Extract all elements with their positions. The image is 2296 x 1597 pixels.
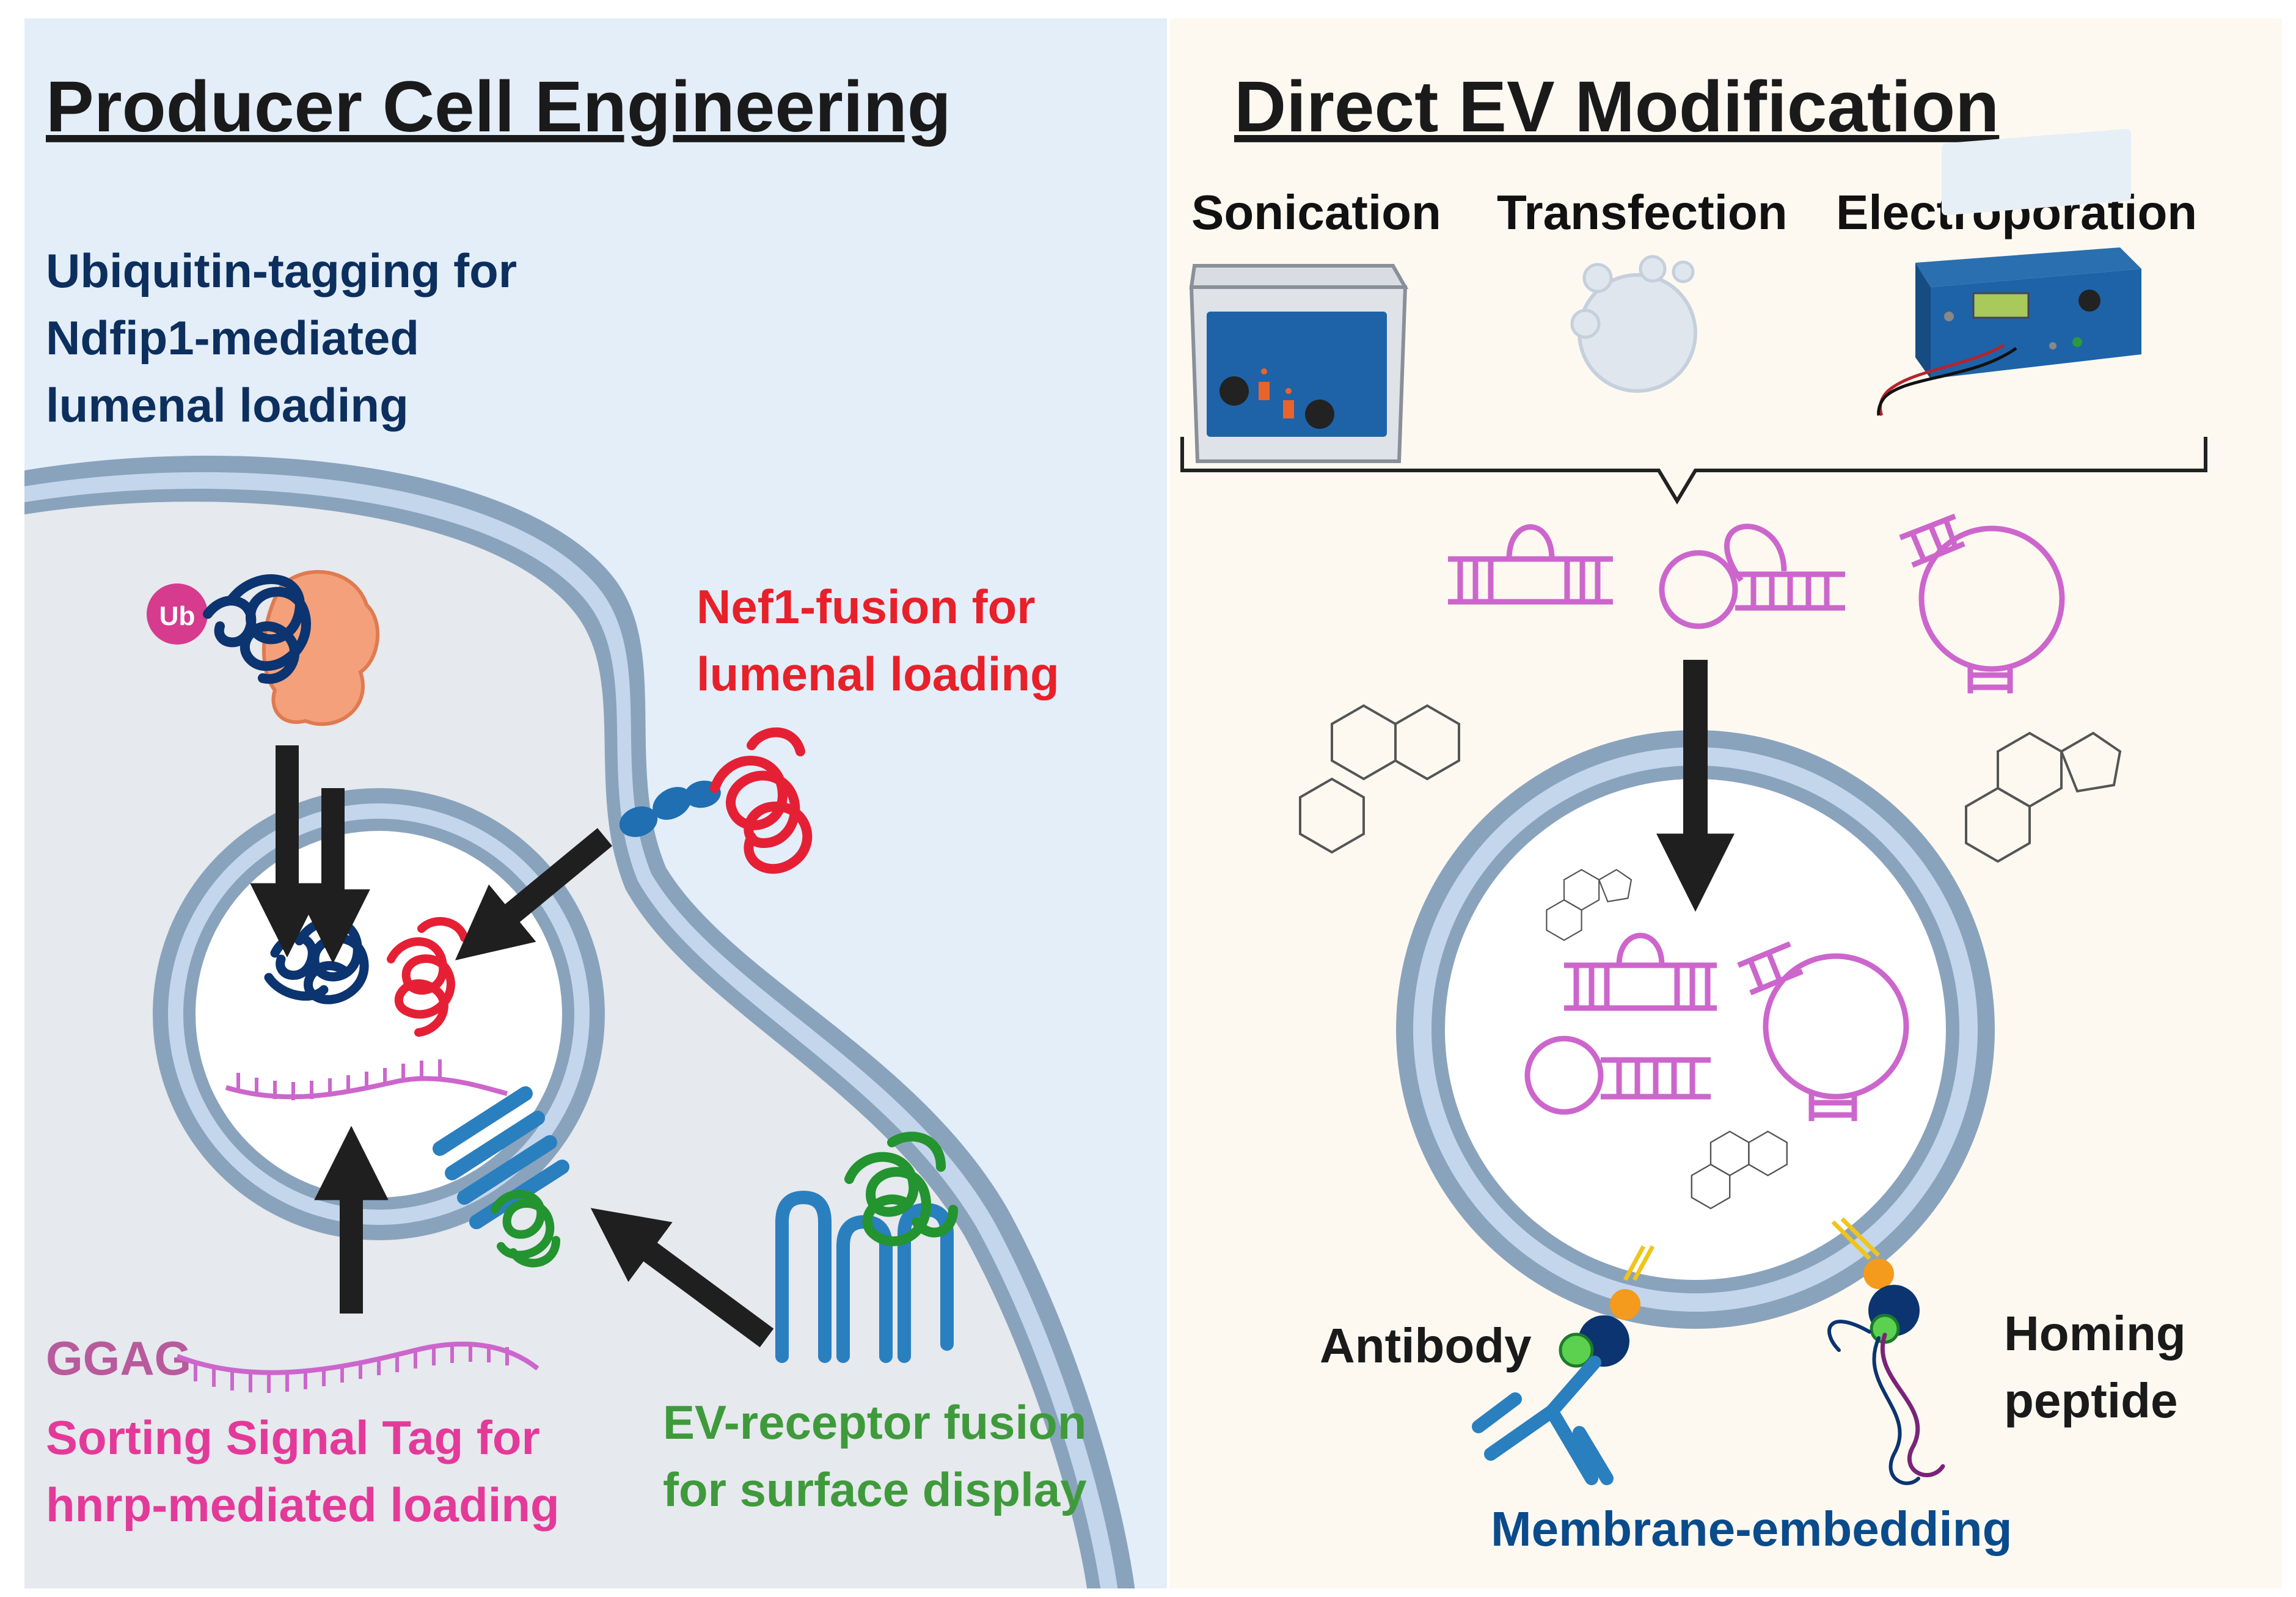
- ubiquitin-badge-text: Ub: [159, 601, 196, 631]
- rna-hairpin-icon: [1564, 932, 1717, 1011]
- rna-cargo-top: [1448, 513, 2065, 693]
- receptor-label-line-2: for surface display: [663, 1463, 1087, 1516]
- down-arrow-icon: [455, 828, 613, 960]
- right-panel: Direct EV Modification Sonication Transf…: [1170, 18, 2282, 1588]
- method-sonication: Sonication: [1191, 185, 1441, 239]
- ubiquitinated-protein-icon: Ub: [147, 570, 380, 726]
- lumen-rna-bases: [236, 1059, 442, 1100]
- small-molecule-icon: [1546, 869, 1632, 941]
- electroporator-icon: [1877, 129, 2141, 417]
- left-panel-title: Producer Cell Engineering: [46, 67, 951, 147]
- nef1-fusion-protein-icon: [619, 727, 813, 874]
- antibody-label: Antibody: [1320, 1318, 1532, 1373]
- rna-hairpin-icon: [1448, 524, 1613, 605]
- transmembrane-receptor-icon: [775, 1131, 958, 1363]
- rna-hairpin-icon: [1737, 941, 1909, 1121]
- nef1-label-line-2: lumenal loading: [696, 647, 1059, 701]
- sorting-rna-strand: [176, 1342, 539, 1393]
- nef1-label-line-1: Nef1-fusion for: [696, 580, 1036, 634]
- small-molecule-icon: [1965, 731, 2122, 863]
- ubiquitin-label-line-2: Ndfip1-mediated: [46, 311, 419, 365]
- membrane-embedding-label: Membrane-embedding: [1491, 1502, 2012, 1556]
- lumen-rna-strand: [225, 1076, 508, 1100]
- ubiquitin-badge-icon: [147, 583, 208, 645]
- intracellular-vesicle: [153, 788, 605, 1240]
- homing-peptide-icon: [1827, 1320, 1945, 1485]
- rna-hairpin-icon: [1524, 1036, 1711, 1115]
- ev-cargo: [1524, 869, 1909, 1210]
- membrane-anchors: [1559, 1217, 1920, 1368]
- small-molecule-icon: [1299, 704, 1460, 854]
- down-arrow-icon: [590, 1208, 774, 1348]
- small-molecule-icon: [1691, 1130, 1788, 1210]
- homing-label-line-2: peptide: [2004, 1373, 2177, 1428]
- left-arrows: [250, 745, 774, 1348]
- methods-bracket: [1180, 437, 2207, 505]
- liposome-icon: [1570, 255, 1697, 393]
- homing-label-line-1: Homing: [2004, 1306, 2186, 1361]
- antibody-icon: [1472, 1356, 1614, 1485]
- vesicle-receptor-icon: [433, 1086, 569, 1268]
- method-transfection: Transfection: [1497, 185, 1788, 239]
- sorting-label-line-1: Sorting Signal Tag for: [46, 1411, 540, 1464]
- ubiquitin-label-line-3: lumenal loading: [46, 378, 409, 432]
- rna-hairpin-icon: [1659, 524, 1845, 629]
- ggag-label: GGAG: [46, 1331, 191, 1385]
- rna-hairpin-icon: [1899, 513, 2065, 693]
- right-panel-title: Direct EV Modification: [1234, 67, 1999, 147]
- ubiquitin-label-line-1: Ubiquitin-tagging for: [46, 244, 517, 298]
- ultrasonic-bath-icon: [1189, 264, 1409, 463]
- receptor-label-line-1: EV-receptor fusion: [663, 1395, 1086, 1449]
- sorting-label-line-2: hnrp-mediated loading: [46, 1478, 560, 1532]
- left-panel: Producer Cell Engineering Ubiquitin-tagg…: [24, 18, 1167, 1588]
- small-molecules: [1299, 704, 2122, 863]
- ev-lumen: [1445, 779, 1946, 1280]
